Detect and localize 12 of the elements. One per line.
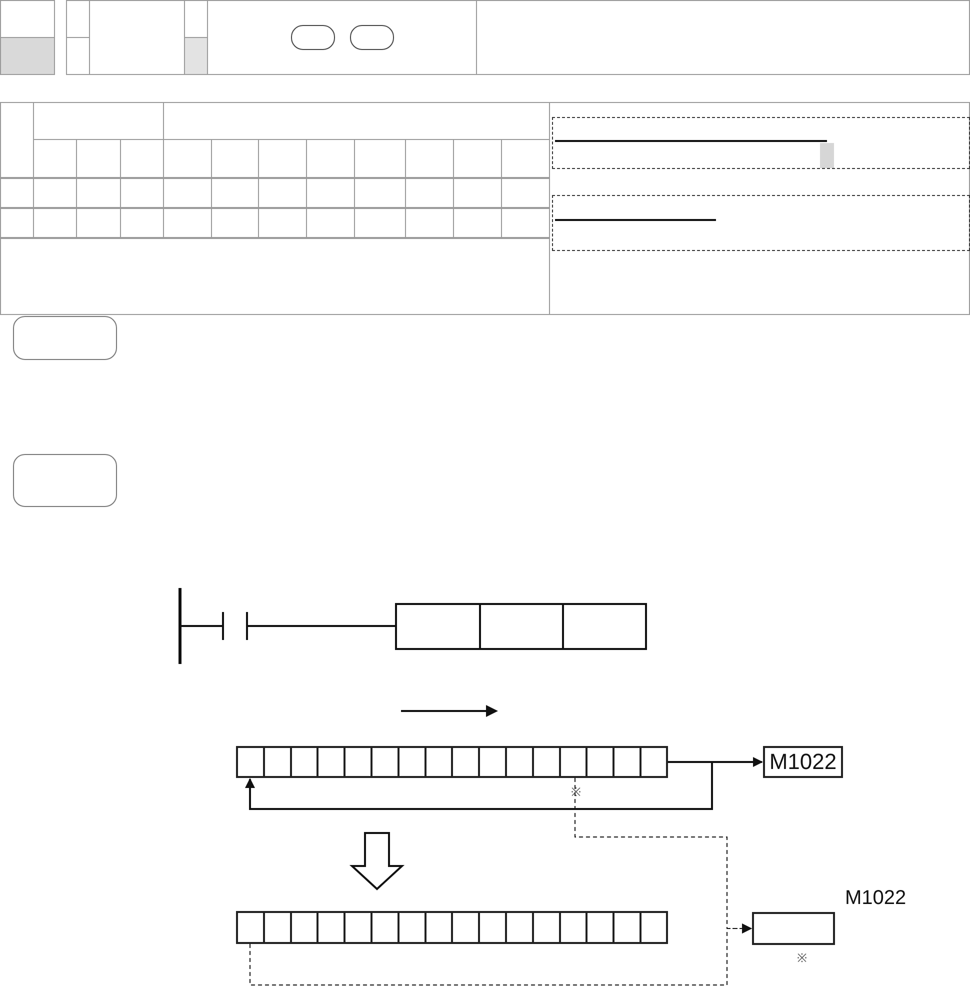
flag-box: M1022 bbox=[763, 746, 843, 778]
note-mark: ※ bbox=[571, 786, 581, 798]
rounded-tab bbox=[13, 316, 117, 360]
register-bar bbox=[236, 911, 668, 944]
flag-box bbox=[752, 912, 835, 945]
arrow bbox=[245, 761, 713, 810]
rounded-tab bbox=[13, 454, 117, 507]
register-bar bbox=[236, 746, 668, 778]
dashed-arrow bbox=[250, 924, 752, 986]
hollow-arrow bbox=[349, 832, 405, 890]
note-mark: ※ bbox=[797, 952, 807, 964]
flag-label: M1022 bbox=[845, 887, 906, 910]
